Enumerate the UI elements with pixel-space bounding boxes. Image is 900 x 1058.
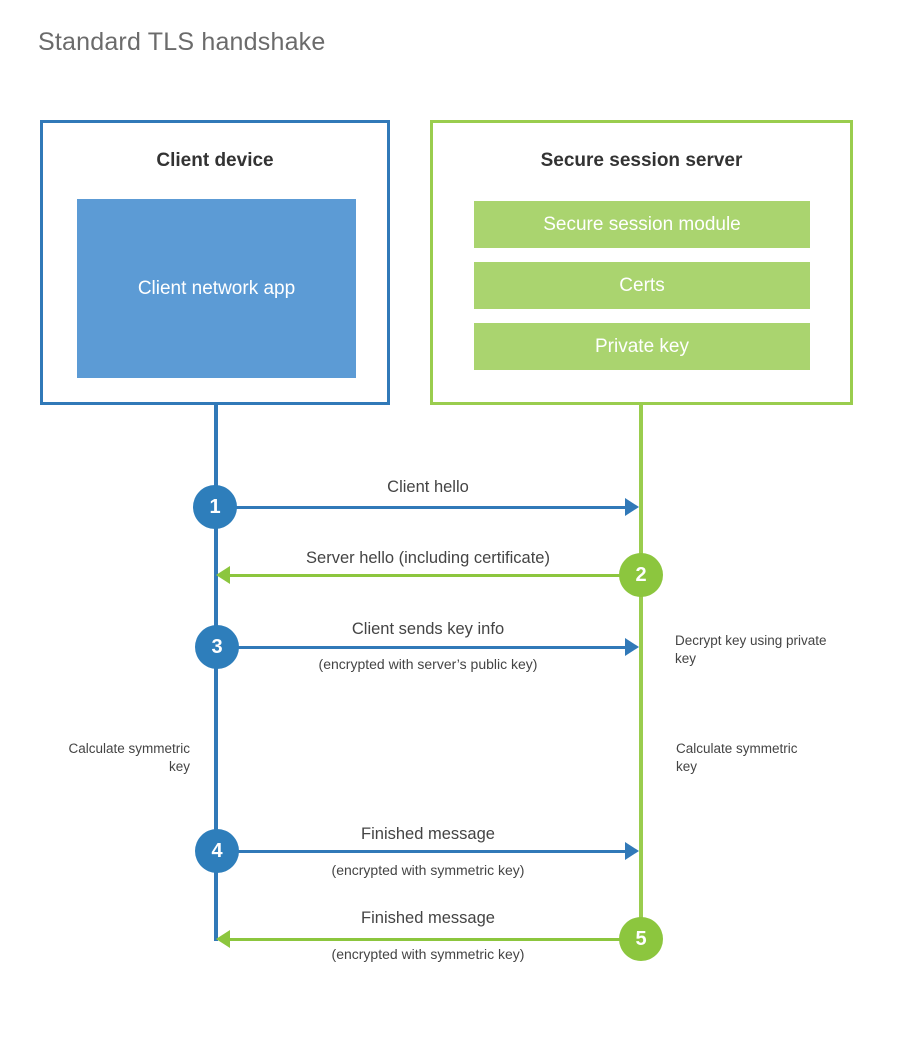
step-1-label: Client hello (387, 478, 469, 496)
server-components-list: Secure session module Certs Private key (474, 201, 810, 384)
client-lifeline (214, 402, 218, 941)
note-calculate-symmetric-key-client: Calculate symmetric key (68, 741, 190, 775)
step-3-sublabel: (encrypted with server’s public key) (318, 656, 538, 672)
step-2-label: Server hello (including certificate) (306, 549, 550, 567)
server-lifeline (639, 402, 643, 941)
secure-session-server-box: Secure session server Secure session mod… (430, 120, 853, 405)
page-title: Standard TLS handshake (38, 28, 326, 56)
step-5-arrow-head-icon (216, 930, 230, 948)
note-decrypt-key: Decrypt key using private key (675, 633, 827, 667)
secure-session-server-title: Secure session server (540, 150, 743, 171)
step-5-marker: 5 (619, 917, 663, 961)
client-device-title: Client device (156, 150, 274, 171)
step-4-arrow-head-icon (625, 842, 639, 860)
client-device-box: Client device Client network app (40, 120, 390, 405)
step-3-arrow-head-icon (625, 638, 639, 656)
step-1-marker: 1 (193, 485, 237, 529)
step-5-sublabel: (encrypted with symmetric key) (331, 946, 525, 962)
step-2-arrow-head-icon (216, 566, 230, 584)
server-component-certs: Certs (474, 262, 810, 309)
step-3-marker: 3 (195, 625, 239, 669)
step-1-arrow-head-icon (625, 498, 639, 516)
step-3-arrow-line (216, 646, 625, 649)
server-component-private-key: Private key (474, 323, 810, 370)
server-component-secure-session-module: Secure session module (474, 201, 810, 248)
step-3-label: Client sends key info (351, 620, 505, 638)
step-5-arrow-line (230, 938, 625, 941)
step-1-arrow-line (216, 506, 625, 509)
step-4-marker: 4 (195, 829, 239, 873)
step-5-label: Finished message (361, 909, 495, 927)
note-calculate-symmetric-key-server: Calculate symmetric key (676, 741, 798, 775)
client-network-app-block: Client network app (77, 199, 356, 378)
step-4-arrow-line (216, 850, 625, 853)
step-2-marker: 2 (619, 553, 663, 597)
step-4-sublabel: (encrypted with symmetric key) (331, 862, 525, 878)
step-2-arrow-line (230, 574, 625, 577)
step-4-label: Finished message (361, 825, 495, 843)
